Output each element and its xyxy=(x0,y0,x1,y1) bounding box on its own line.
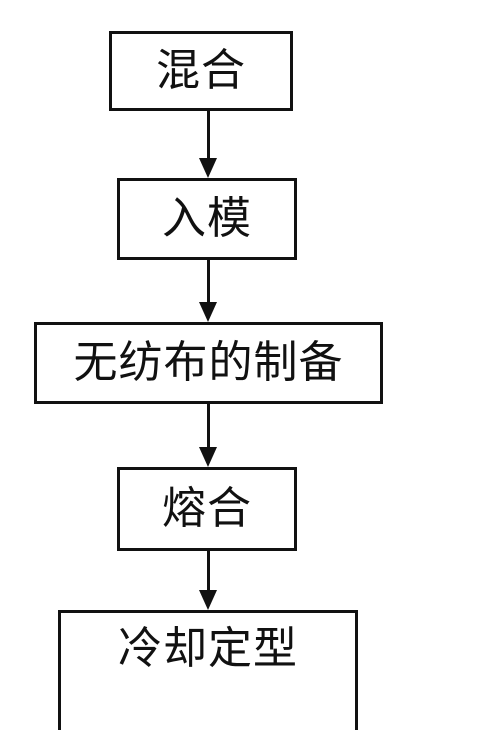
flow-arrow-1 xyxy=(198,111,218,178)
arrow-shaft xyxy=(207,111,210,161)
step-box-mixing: 混合 xyxy=(109,31,293,111)
flow-arrow-3 xyxy=(198,404,218,467)
arrow-head-icon xyxy=(199,302,217,322)
arrow-head-icon xyxy=(199,158,217,178)
step-label: 无纺布的制备 xyxy=(73,337,344,388)
process-flowchart: 混合 入模 无纺布的制备 熔合 冷却定型 xyxy=(34,31,383,730)
step-label: 混合 xyxy=(156,45,246,96)
flow-arrow-2 xyxy=(198,260,218,322)
arrow-shaft xyxy=(207,260,210,305)
step-label: 入模 xyxy=(162,193,252,244)
arrow-head-icon xyxy=(199,447,217,467)
step-box-fusing: 熔合 xyxy=(117,467,297,551)
step-box-cooling-setting: 冷却定型 xyxy=(58,610,358,730)
step-label: 冷却定型 xyxy=(118,623,298,674)
step-box-nonwoven-preparation: 无纺布的制备 xyxy=(34,322,383,404)
flow-arrow-4 xyxy=(198,551,218,610)
arrow-shaft xyxy=(207,551,210,593)
arrow-head-icon xyxy=(199,590,217,610)
step-label: 熔合 xyxy=(162,483,252,534)
step-box-molding: 入模 xyxy=(117,178,297,260)
arrow-shaft xyxy=(207,404,210,450)
